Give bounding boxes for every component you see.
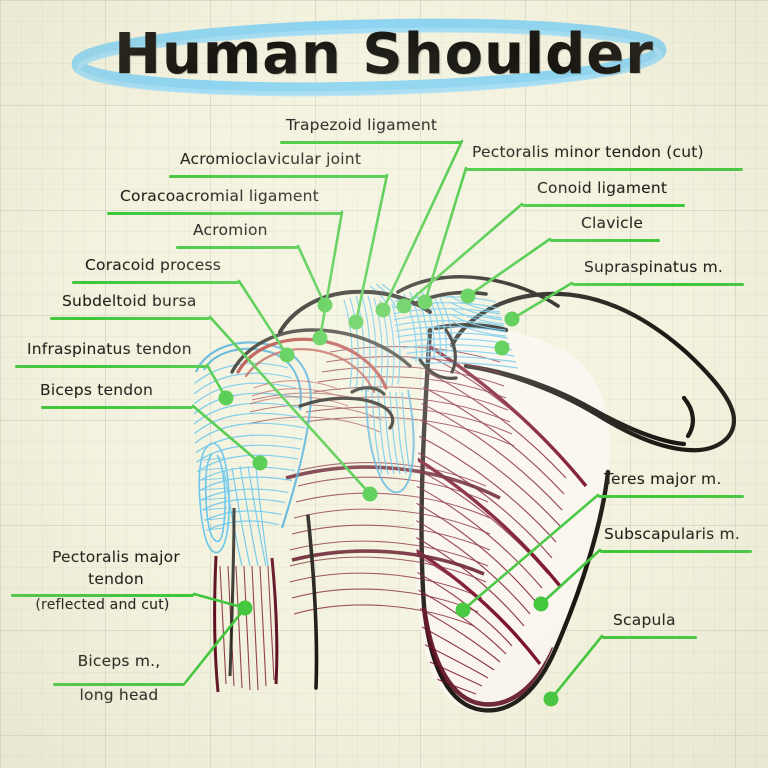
rule-acromioclavicular-joint (169, 175, 387, 178)
callout-marker-dot[interactable] (312, 330, 328, 346)
callout-marker-dot[interactable] (218, 390, 234, 406)
callout-marker-dot[interactable] (460, 288, 476, 304)
callout-marker-dot[interactable] (252, 455, 268, 471)
callout-marker-dot[interactable] (375, 302, 391, 318)
humerus-outline (449, 291, 737, 453)
leader-line (402, 202, 524, 308)
leader-line (208, 315, 372, 496)
label-pectoralis-minor-tendon-cut[interactable]: Pectoralis minor tendon (cut) (472, 143, 704, 161)
callout-marker-dot[interactable] (494, 340, 510, 356)
rule-coracoacromial-ligament (107, 212, 342, 215)
callout-marker-dot[interactable] (504, 311, 520, 327)
rule-subdeltoid-bursa (50, 317, 210, 320)
rule-teres-major-m (598, 495, 744, 498)
callout-marker-dot[interactable] (279, 347, 295, 363)
callout-marker-dot[interactable] (543, 691, 559, 707)
rule-conoid-ligament (522, 204, 685, 207)
leader-line (381, 139, 464, 312)
label-scapula[interactable]: Scapula (613, 611, 676, 629)
title-ellipse (71, 18, 667, 96)
rule-pectoralis-major-tendon (11, 594, 194, 597)
biceps-tendon-bundle (365, 387, 415, 494)
label-biceps-m-long-head-line2[interactable]: long head (79, 686, 159, 704)
glenoid-capsule (298, 328, 458, 430)
callout-marker-dot[interactable] (348, 314, 364, 330)
label-teres-major-m[interactable]: Teres major m. (604, 470, 722, 488)
callout-marker-dot[interactable] (362, 486, 378, 502)
callout-marker-dot[interactable] (396, 298, 412, 314)
label-coracoid-process[interactable]: Coracoid process (85, 256, 222, 274)
leader-line (466, 237, 552, 298)
label-biceps-tendon[interactable]: Biceps tendon (40, 381, 154, 399)
label-clavicle[interactable]: Clavicle (581, 214, 644, 232)
rule-scapula (602, 636, 697, 639)
label-coracoacromial-ligament[interactable]: Coracoacromial ligament (120, 187, 319, 205)
rule-biceps-tendon (41, 406, 193, 409)
torso-border (306, 514, 319, 690)
leader-line (510, 281, 574, 321)
title-ellipse-highlight (75, 27, 663, 97)
label-pectoralis-major-tendon-note: (reflected and cut) (35, 597, 170, 613)
leader-line (191, 404, 262, 465)
label-subdeltoid-bursa[interactable]: Subdeltoid bursa (62, 292, 197, 310)
leader-line (237, 279, 289, 357)
rule-subscapularis-m (600, 550, 752, 553)
rule-supraspinatus-m (572, 283, 744, 286)
label-biceps-m-long-head-line1[interactable]: Biceps m., (77, 652, 161, 670)
label-supraspinatus-m[interactable]: Supraspinatus m. (584, 258, 724, 276)
label-pectoralis-major-tendon-line1[interactable]: Pectoralis major (52, 548, 180, 566)
leader-line (423, 166, 468, 304)
label-conoid-ligament[interactable]: Conoid ligament (537, 179, 668, 197)
leader-line (549, 634, 604, 701)
label-infraspinatus-tendon[interactable]: Infraspinatus tendon (27, 340, 192, 358)
page-title: Human Shoulder (114, 22, 654, 87)
title-banner: Human Shoulder (0, 0, 768, 110)
rule-coracoid-process (72, 281, 239, 284)
deltoid-contour (195, 341, 312, 529)
callout-marker-dot[interactable] (317, 297, 333, 313)
callout-marker-dot[interactable] (237, 600, 253, 616)
rule-acromion (176, 246, 298, 249)
label-subscapularis-m[interactable]: Subscapularis m. (604, 525, 740, 543)
callout-marker-dot[interactable] (417, 294, 433, 310)
label-pectoralis-major-tendon-line2[interactable]: tendon (88, 570, 144, 588)
pectoralis-cut-bundle (213, 465, 279, 693)
leader-line (296, 244, 327, 307)
leader-line (183, 606, 247, 685)
leader-line (461, 493, 600, 612)
biceps-tendon-coil (198, 442, 230, 554)
callout-marker-dot[interactable] (455, 602, 471, 618)
rule-trapezoid-ligament (280, 141, 462, 144)
rule-biceps-m-long-head (53, 683, 185, 686)
label-acromion[interactable]: Acromion (193, 221, 268, 239)
leader-line (192, 592, 247, 610)
pectoral-fan-fibers (285, 462, 501, 627)
label-trapezoid-ligament[interactable]: Trapezoid ligament (286, 116, 438, 134)
leader-line (318, 210, 344, 340)
rule-clavicle (550, 239, 660, 242)
rule-pectoralis-minor-tendon-cut (466, 168, 743, 171)
callout-marker-dot[interactable] (533, 596, 549, 612)
leader-line (354, 173, 389, 324)
label-acromioclavicular-joint[interactable]: Acromioclavicular joint (180, 150, 362, 168)
leader-line (539, 548, 602, 606)
rule-infraspinatus-tendon (15, 365, 207, 368)
